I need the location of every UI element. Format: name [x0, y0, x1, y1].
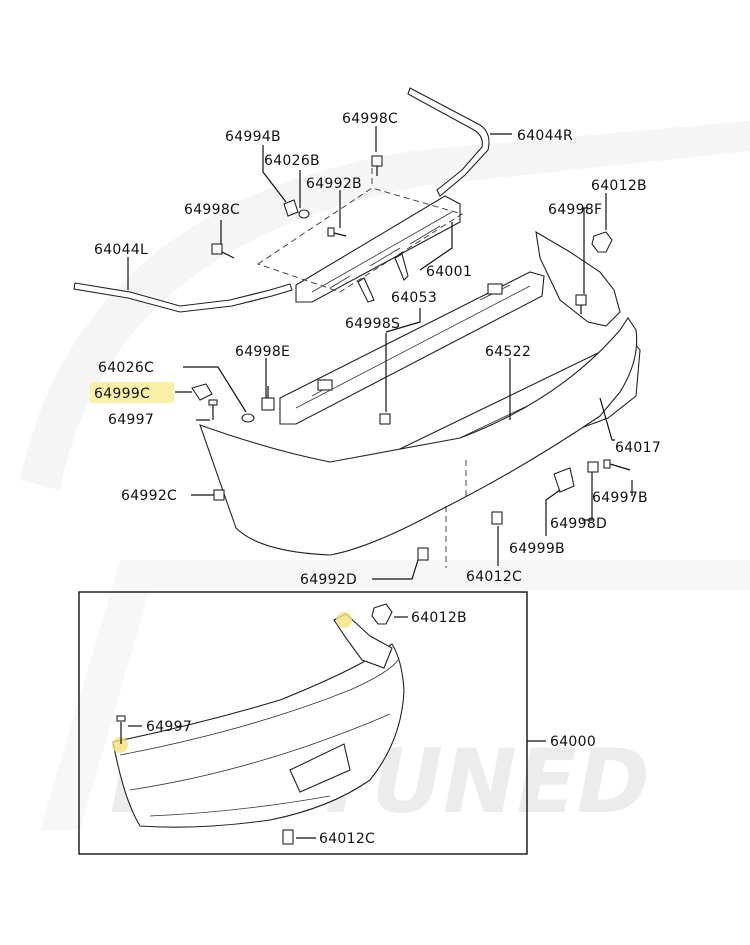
callout-64992D: 64992D — [300, 572, 357, 588]
highlight-64999C — [90, 382, 174, 403]
callout-64053: 64053 — [391, 290, 437, 306]
callout-64026B: 64026B — [264, 153, 320, 169]
callout-64012B-bottom: 64012B — [411, 610, 467, 626]
fastener-64998E — [261, 386, 275, 411]
fastener-64026C — [241, 413, 255, 423]
callout-64997B: 64997B — [592, 490, 648, 506]
assembly-box — [78, 591, 528, 855]
callout-64992B: 64992B — [306, 176, 362, 192]
part-64044R — [407, 87, 490, 197]
fastener-64992B — [327, 227, 347, 237]
fastener-64994B — [283, 199, 299, 217]
callout-64017: 64017 — [615, 440, 661, 456]
screw-64997-top — [208, 399, 218, 420]
fastener-64998C-top — [371, 155, 383, 176]
fastener-64992C — [213, 489, 225, 501]
fastener-64999C — [191, 383, 213, 401]
callout-64998C-left: 64998C — [184, 202, 240, 218]
callout-64994B: 64994B — [225, 129, 281, 145]
part-64001 — [295, 195, 461, 303]
callout-64000: 64000 — [550, 734, 596, 750]
highlight-dot-right — [336, 612, 352, 628]
callout-64012C-top: 64012C — [466, 569, 522, 585]
clip-64012C-top — [491, 511, 503, 525]
screw-64997-bottom — [116, 715, 126, 744]
callout-64044L: 64044L — [94, 242, 148, 258]
part-64044L — [73, 282, 293, 313]
callout-64997-top: 64997 — [108, 412, 154, 428]
callout-64012B-top: 64012B — [591, 178, 647, 194]
callout-64998D: 64998D — [550, 516, 607, 532]
callout-64997-bottom: 64997 — [146, 719, 192, 735]
callout-64026C: 64026C — [98, 360, 154, 376]
fastener-64992D — [417, 547, 429, 561]
fastener-64998C-left — [211, 243, 235, 259]
callout-64001: 64001 — [426, 264, 472, 280]
callout-64999B: 64999B — [509, 541, 565, 557]
leader-64994B — [262, 145, 287, 203]
screw-64997B — [603, 459, 631, 471]
fastener-64998F — [575, 294, 587, 314]
callout-64998F: 64998F — [548, 202, 602, 218]
callout-64998C-top: 64998C — [342, 111, 398, 127]
callout-64998S: 64998S — [345, 316, 400, 332]
fastener-64026B — [298, 209, 310, 219]
fastener-64998S — [379, 413, 391, 425]
callout-64522: 64522 — [485, 344, 531, 360]
clip-64012B-bottom — [371, 603, 393, 625]
highlight-dot-left — [112, 737, 128, 753]
fastener-64998D — [587, 461, 599, 473]
callout-64044R: 64044R — [517, 128, 573, 144]
callout-64992C: 64992C — [121, 488, 177, 504]
part-side-bracket — [535, 230, 621, 327]
nut-64999B — [553, 467, 575, 493]
clip-64012C-bottom — [282, 829, 294, 845]
part-64053 — [279, 271, 545, 425]
callout-64012C-bottom: 64012C — [319, 831, 375, 847]
part-64017 — [199, 317, 638, 556]
callout-64999C: 64999C — [94, 386, 150, 402]
clip-64012B-top — [591, 231, 613, 253]
part-64000-bumper — [112, 643, 405, 828]
callout-64998E: 64998E — [235, 344, 290, 360]
